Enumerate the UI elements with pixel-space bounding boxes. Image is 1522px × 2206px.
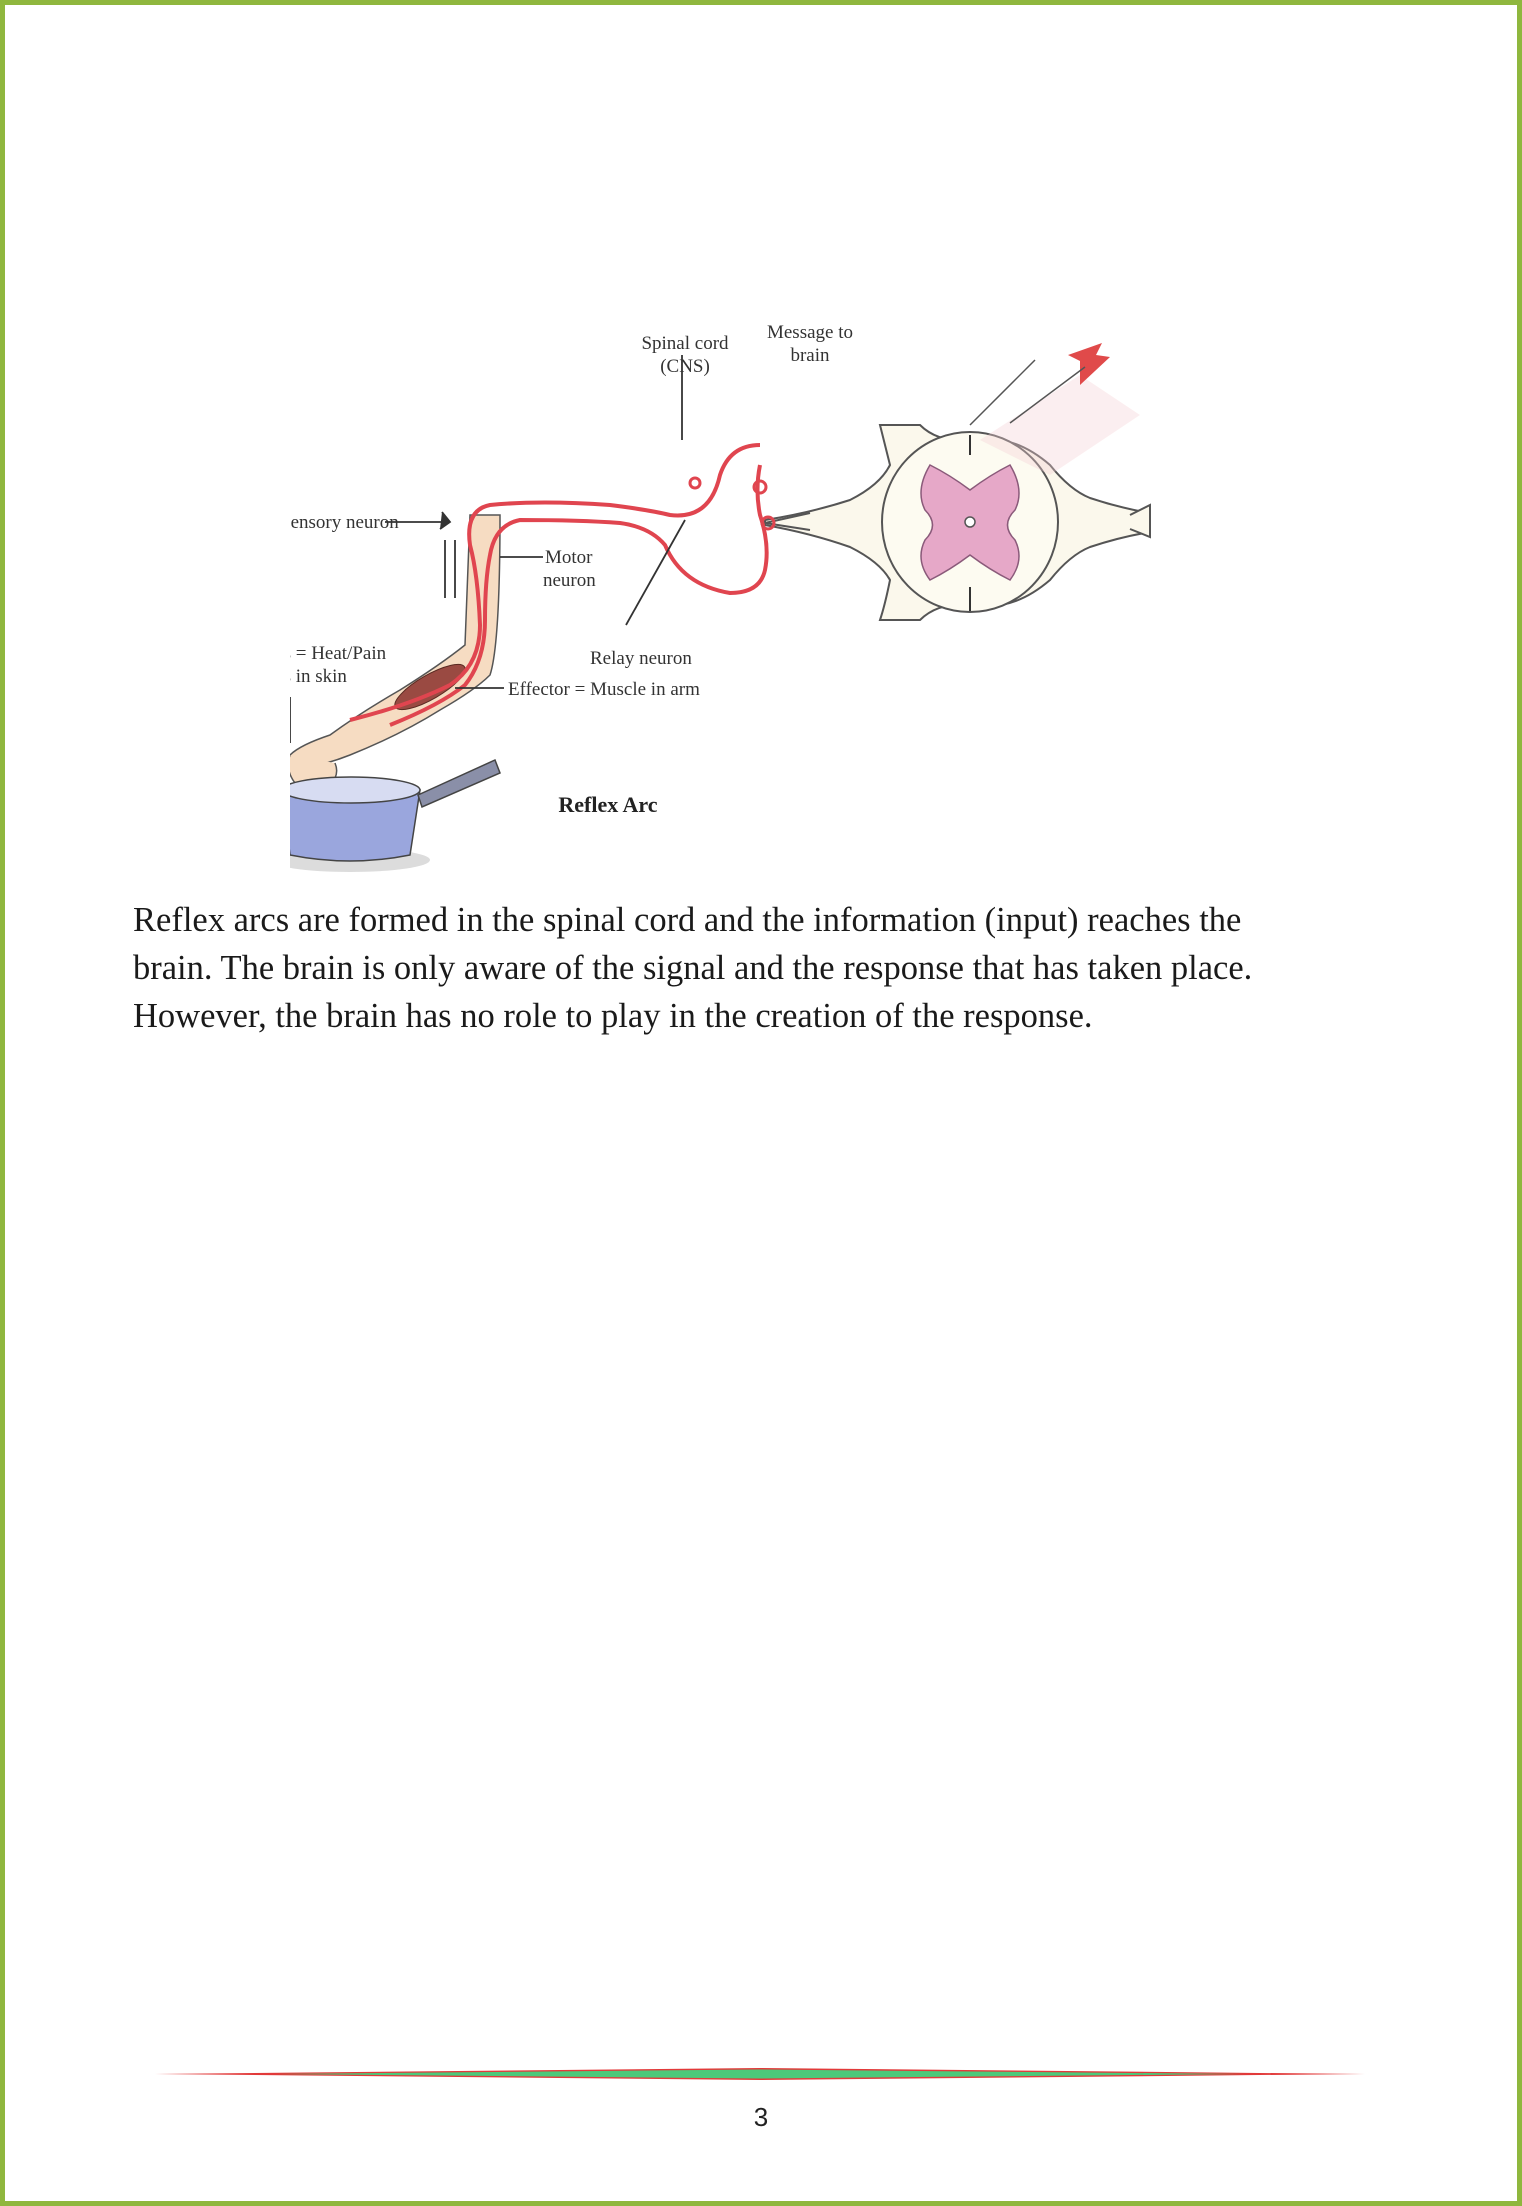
relay-neuron-label: Relay neuron: [590, 648, 692, 669]
spinal-cord-label-line2: (CNS): [660, 356, 710, 377]
motor-neuron-label-line2: neuron: [543, 570, 596, 591]
page-number: 3: [753, 2102, 769, 2132]
sensory-neuron-label: Sensory neuron: [290, 512, 399, 533]
nerve-pathway: [349, 443, 776, 727]
receptors-label-line1: Receptors = Heat/Pain: [290, 643, 387, 664]
footer-decorative-rule: [155, 2068, 1365, 2080]
paragraph-line-3: However, the brain has no role to play i…: [133, 997, 1093, 1035]
effector-label: Effector = Muscle in arm: [508, 679, 700, 700]
body-paragraph: Reflex arcs are formed in the spinal cor…: [133, 896, 1403, 1040]
reflex-arc-diagram: Spinal cord (CNS) Message to brain Senso…: [290, 322, 1151, 872]
paragraph-line-2: brain. The brain is only aware of the si…: [133, 949, 1253, 987]
spinal-cord-label-line1: Spinal cord: [641, 333, 729, 354]
motor-neuron-label-line1: Motor: [545, 547, 593, 568]
receptors-label-line2: Receptors in skin: [290, 666, 347, 687]
pot-illustration: [290, 758, 501, 872]
message-arrow: [969, 343, 1110, 426]
spinal-cord-illustration: [764, 375, 1151, 621]
message-label-line1: Message to: [767, 322, 853, 343]
reflex-arc-figure: Spinal cord (CNS) Message to brain Senso…: [290, 315, 1250, 875]
paragraph-line-1: Reflex arcs are formed in the spinal cor…: [133, 901, 1242, 939]
leader-lines: [290, 355, 686, 743]
figure-caption: Reflex Arc: [558, 792, 657, 817]
message-label-line2: brain: [790, 345, 830, 366]
